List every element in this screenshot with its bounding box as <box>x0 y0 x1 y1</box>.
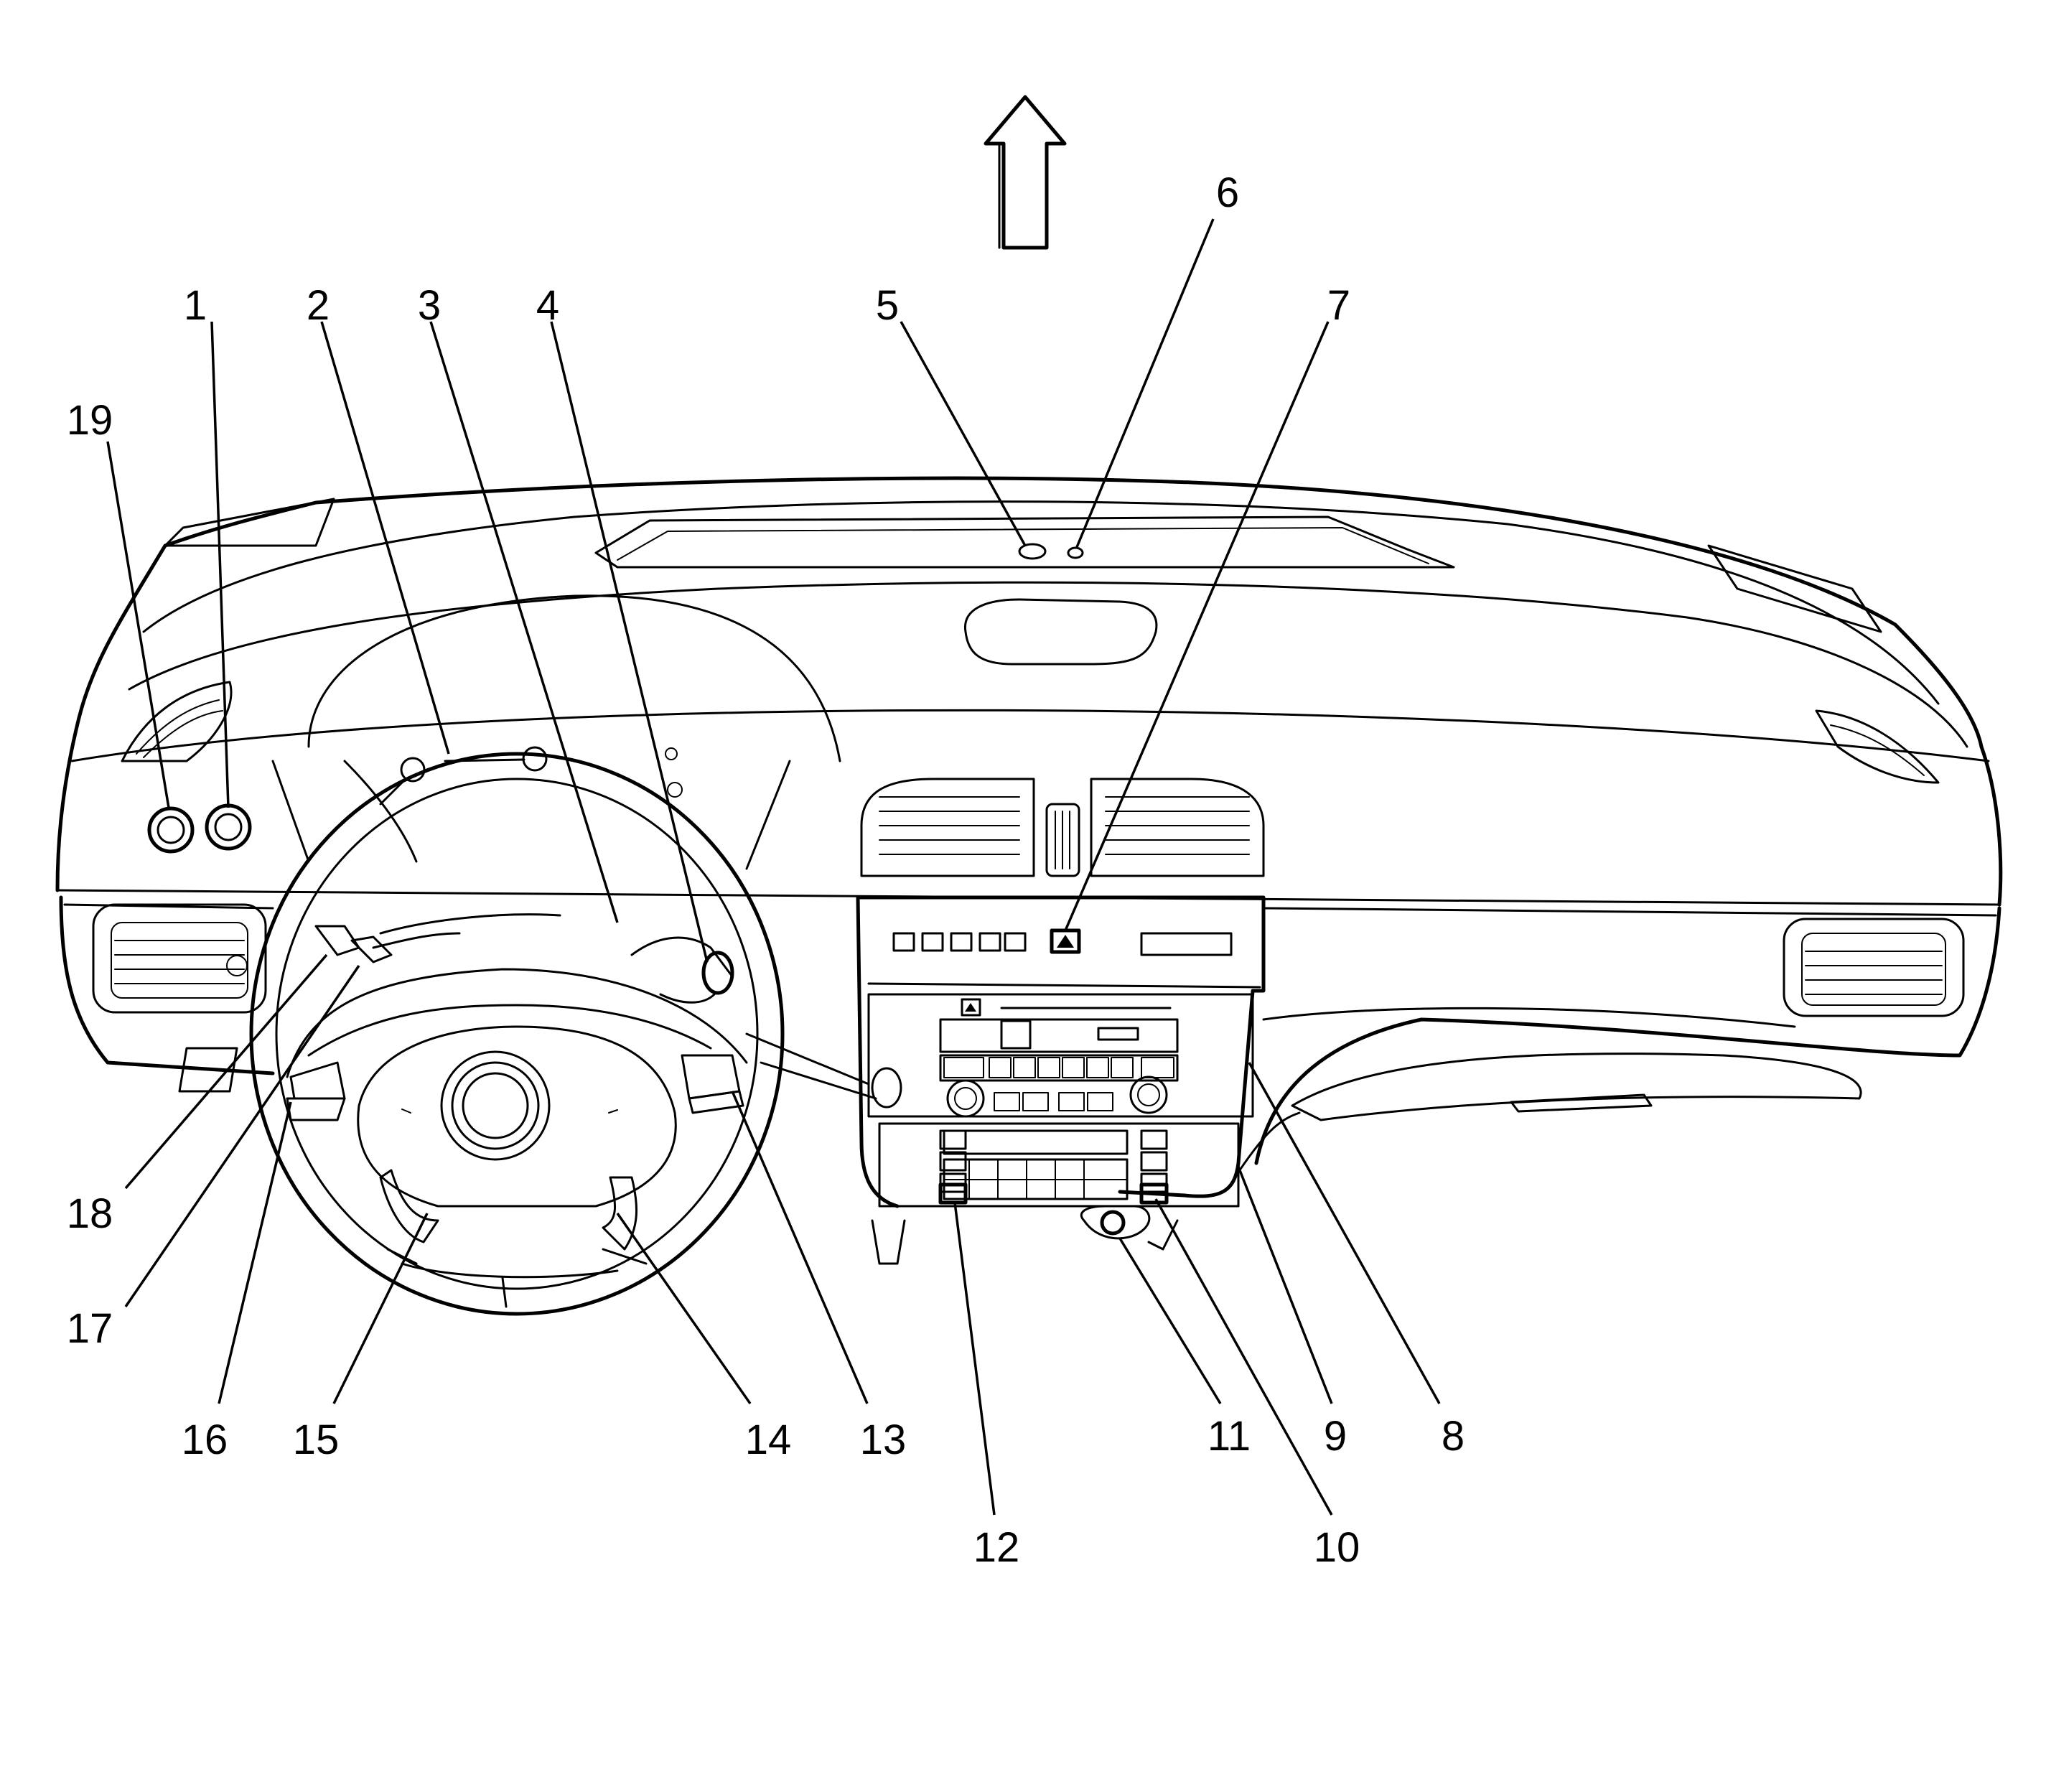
dashboard-lower <box>55 716 2003 1165</box>
callout-2: 2 <box>307 282 330 329</box>
left-spoke-switch <box>289 1061 346 1100</box>
callout-15: 15 <box>293 1417 340 1463</box>
callout-labels: 1 2 3 4 5 6 7 8 9 10 11 12 13 14 15 16 1… <box>67 169 1465 1571</box>
callout-13: 13 <box>860 1417 907 1463</box>
callout-6: 6 <box>1216 169 1239 216</box>
instrument-cluster <box>271 594 841 870</box>
callout-10: 10 <box>1314 1524 1360 1571</box>
right-vent <box>1783 918 1965 1017</box>
callout-4: 4 <box>536 282 559 329</box>
sensor-5 <box>1018 543 1047 560</box>
center-stack <box>856 778 1301 1265</box>
left-switches <box>147 803 252 854</box>
callout-1: 1 <box>184 282 207 329</box>
callout-14: 14 <box>745 1417 792 1463</box>
switch-19 <box>147 806 195 854</box>
callout-7: 7 <box>1327 282 1350 329</box>
climate-switch-right <box>1139 1182 1169 1205</box>
callout-19: 19 <box>67 397 113 444</box>
stalk-knob-4 <box>701 951 734 995</box>
steering-wheel <box>249 752 785 1316</box>
callout-9: 9 <box>1324 1413 1347 1460</box>
wiper-stalk-end <box>871 1067 902 1109</box>
callout-17: 17 <box>67 1305 113 1352</box>
callout-18: 18 <box>67 1190 113 1237</box>
switch-1 <box>205 803 252 851</box>
climate-switch-left <box>938 1182 968 1205</box>
callout-8: 8 <box>1442 1413 1465 1460</box>
callout-12: 12 <box>973 1524 1020 1571</box>
callout-3: 3 <box>418 282 441 329</box>
up-arrow-icon <box>984 95 1067 250</box>
callout-16: 16 <box>182 1417 228 1463</box>
callout-11: 11 <box>1207 1413 1251 1460</box>
hazard-triangle-icon <box>1057 935 1074 948</box>
callout-5: 5 <box>876 282 899 329</box>
leader-lines <box>106 218 1441 1516</box>
dashboard-top <box>70 476 1990 784</box>
sensor-6 <box>1067 546 1084 559</box>
accessory-outlet <box>1100 1210 1126 1236</box>
left-vent <box>92 903 267 1014</box>
